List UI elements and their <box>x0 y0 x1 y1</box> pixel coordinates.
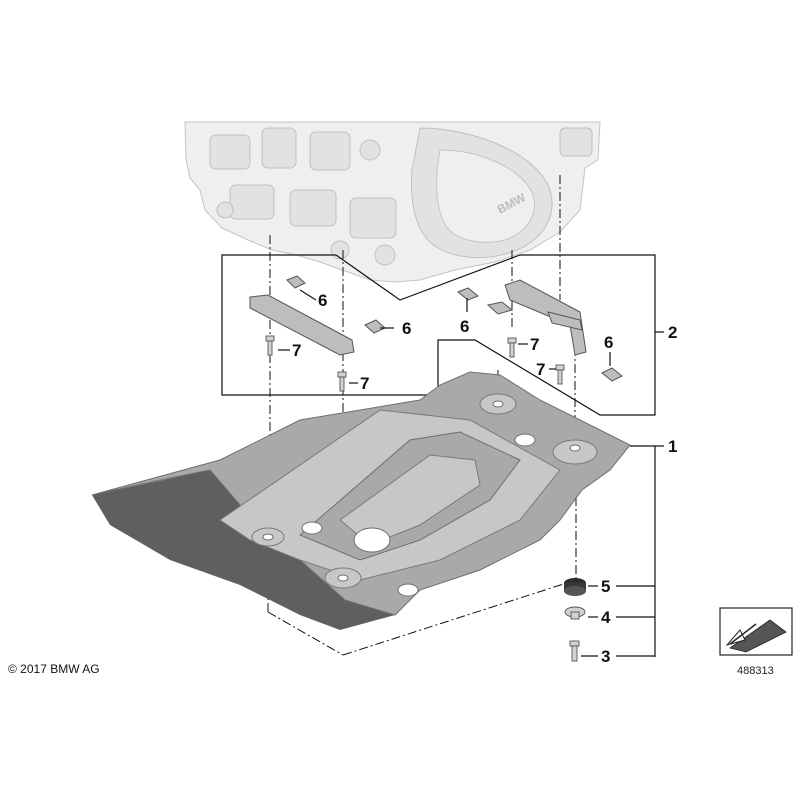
callout-1: 1 <box>668 437 677 456</box>
washer-icon <box>564 606 586 620</box>
callout-6-center: 6 <box>402 319 411 338</box>
bolt-icon <box>265 335 580 662</box>
engine-block-illustration: BMW <box>184 121 601 283</box>
callout-2: 2 <box>668 323 677 342</box>
callout-5: 5 <box>601 577 610 596</box>
copyright-text: © 2017 BMW AG <box>8 662 100 676</box>
diagram-id: 488313 <box>737 665 774 677</box>
view-direction-icon <box>719 607 793 656</box>
skid-plate-illustration <box>91 371 631 630</box>
group-2-frame <box>221 254 656 416</box>
callout-3: 3 <box>601 647 610 666</box>
callout-6-far-right: 6 <box>604 333 613 352</box>
callout-6-right: 6 <box>460 317 469 336</box>
callout-7-left: 7 <box>292 341 301 360</box>
rubber-mount-icon <box>564 578 586 596</box>
callout-7-lower-right: 7 <box>536 360 545 379</box>
callout-4: 4 <box>601 608 611 627</box>
callout-7-center: 7 <box>360 374 369 393</box>
callout-7-right: 7 <box>530 335 539 354</box>
bracket-kit-illustration <box>249 279 587 356</box>
callout-leaders <box>278 289 664 657</box>
callout-6-top-left: 6 <box>318 291 327 310</box>
